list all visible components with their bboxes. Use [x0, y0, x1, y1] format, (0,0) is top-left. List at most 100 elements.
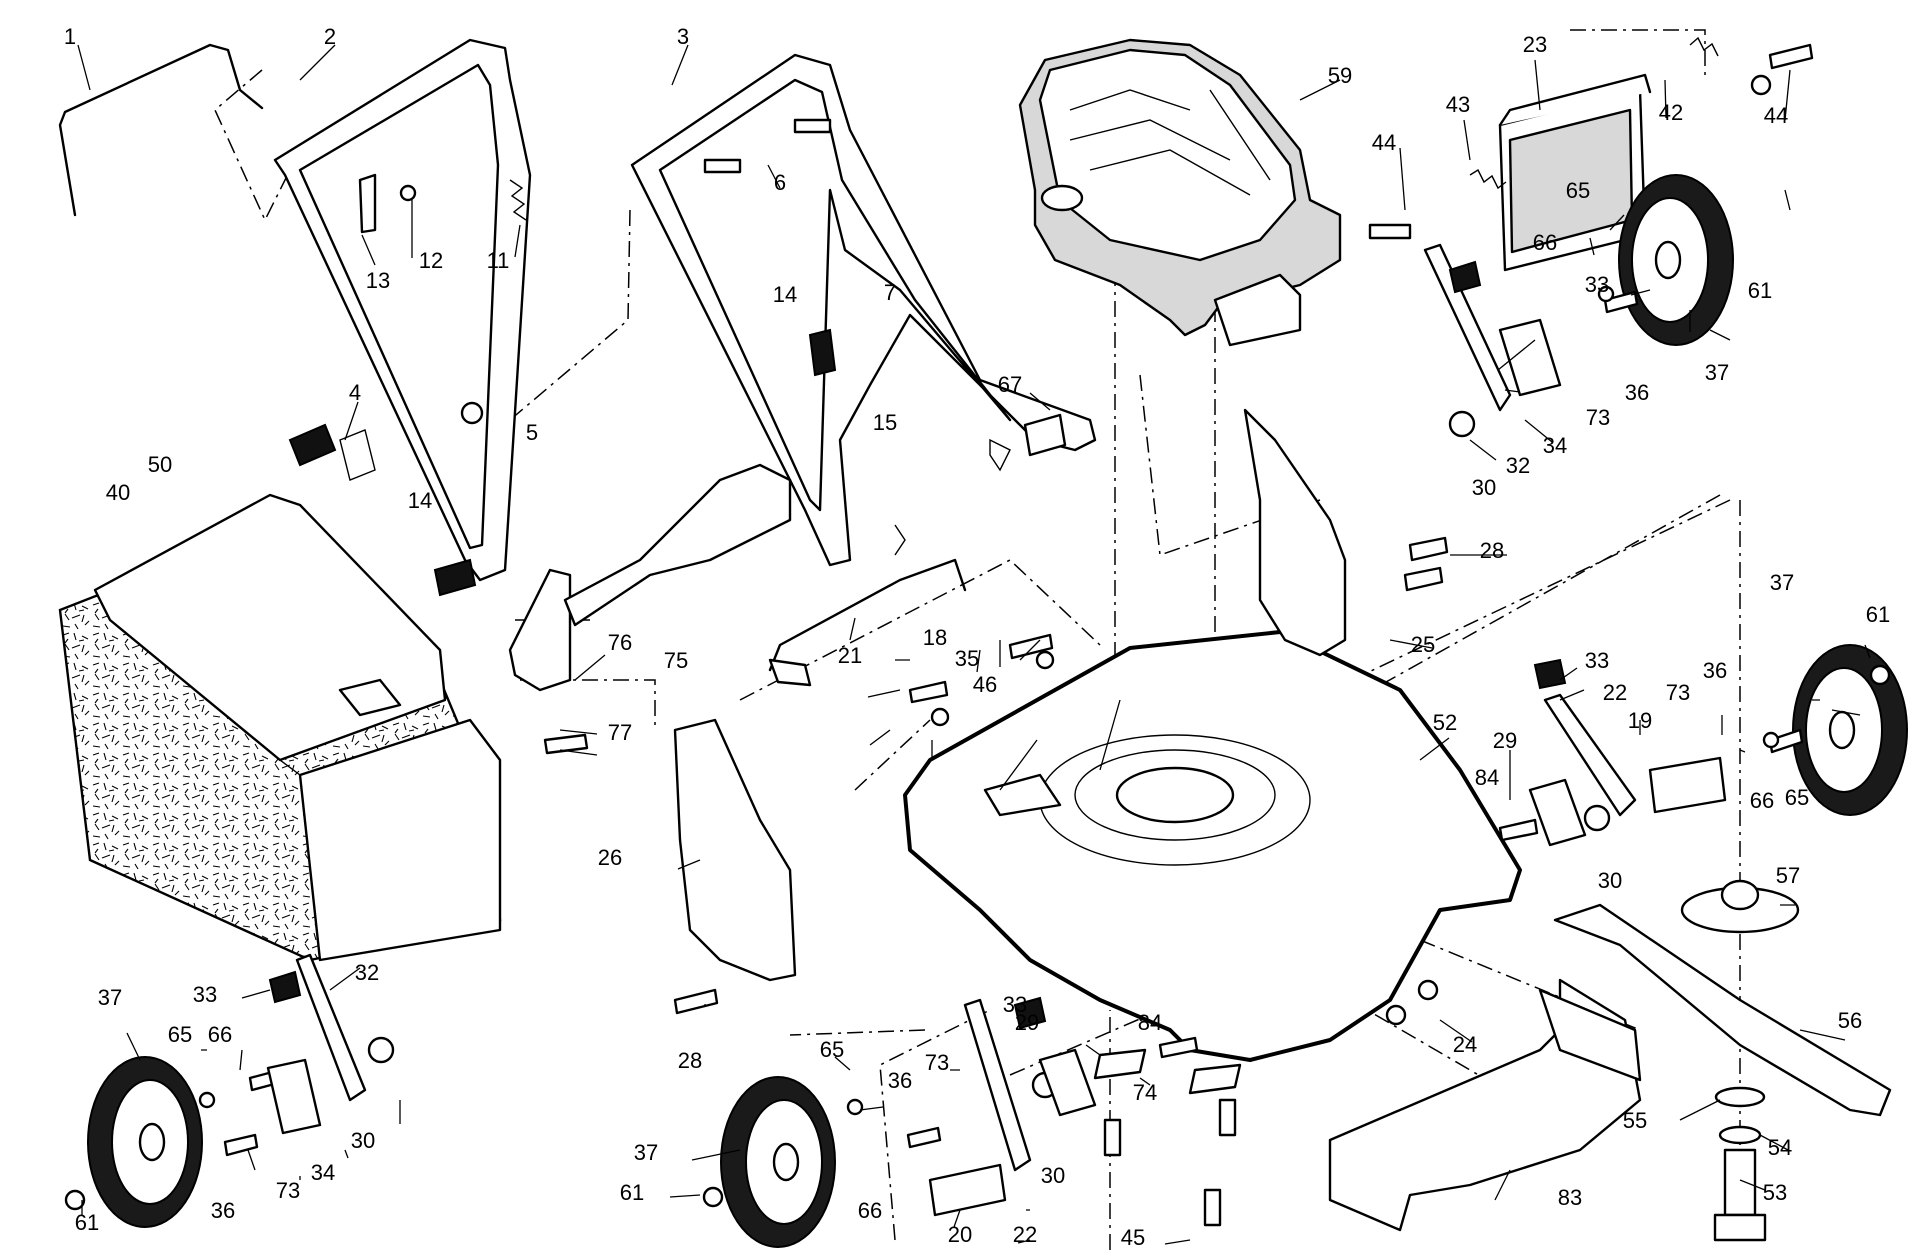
callout-label: 32 [1506, 453, 1530, 478]
callout-label: 56 [1838, 1008, 1862, 1033]
baffle-bracket [1538, 988, 1642, 1082]
callout-label: 28 [678, 1048, 702, 1073]
callout-label: 57 [1776, 863, 1800, 888]
callout-label: 29 [1015, 1010, 1039, 1035]
callout-label: 66 [858, 1198, 882, 1223]
callout-label: 34 [1543, 433, 1567, 458]
callout-label: 65 [820, 1037, 844, 1062]
callout-label: 15 [873, 410, 897, 435]
callout-label: 74 [1133, 1080, 1157, 1105]
callout-label: 22 [1013, 1222, 1037, 1247]
callout-label: 37 [1770, 570, 1794, 595]
callout-label: 61 [620, 1180, 644, 1205]
callout-label: 66 [1750, 788, 1774, 813]
callout-label: 4 [349, 380, 361, 405]
callout-label: 36 [1703, 658, 1727, 683]
callout-label: 66 [1533, 230, 1557, 255]
callout-label: 53 [1763, 1180, 1787, 1205]
callout-label: 44 [1372, 130, 1396, 155]
callout-leaders [77, 44, 1871, 1245]
callout-label: 73 [1586, 405, 1610, 430]
callout-label: 14 [773, 282, 797, 307]
callout-label: 33 [193, 982, 217, 1007]
adjuster-rod [768, 558, 967, 672]
callout-label: 13 [366, 268, 390, 293]
wheel-rear-right-top [1618, 174, 1734, 346]
callout-label: 43 [1446, 92, 1470, 117]
callout-label: 2 [324, 24, 336, 49]
callout-label: 67 [998, 372, 1022, 397]
callout-label: 29 [1493, 728, 1517, 753]
callout-label: 44 [1764, 103, 1788, 128]
wheel-front-left [87, 1056, 203, 1228]
callout-label: 75 [664, 648, 688, 673]
callout-label: 7 [884, 280, 896, 305]
callout-label: 19 [1628, 708, 1652, 733]
callout-label: 3 [677, 24, 689, 49]
callout-label: 1 [64, 24, 76, 49]
callout-label: 30 [1598, 868, 1622, 893]
rod-clip [768, 658, 812, 687]
blade-adapter [1680, 879, 1800, 934]
callout-label: 37 [98, 985, 122, 1010]
callout-label: 76 [608, 630, 632, 655]
callout-label: 37 [1705, 360, 1729, 385]
rear-side-plate [1243, 408, 1347, 657]
callout-label: 30 [1041, 1163, 1065, 1188]
callout-label: 77 [608, 720, 632, 745]
callout-label: 36 [1625, 380, 1649, 405]
callout-label: 73 [925, 1050, 949, 1075]
callout-label: 18 [923, 625, 947, 650]
upper-handle [273, 38, 532, 582]
callout-label: 37 [634, 1140, 658, 1165]
callout-label: 50 [148, 452, 172, 477]
front-side-plate [673, 718, 797, 982]
callout-label: 65 [168, 1022, 192, 1047]
callout-label: 14 [408, 488, 432, 513]
callout-label: 73 [276, 1178, 300, 1203]
callout-label: 61 [1866, 602, 1890, 627]
callout-label: 12 [419, 248, 443, 273]
mower-deck [903, 630, 1522, 1062]
callout-label: 34 [311, 1160, 335, 1185]
callout-label: 55 [1623, 1108, 1647, 1133]
grass-bag [58, 493, 502, 962]
callout-label: 33 [1585, 272, 1609, 297]
callout-label: 46 [973, 672, 997, 697]
callout-label: 65 [1785, 785, 1809, 810]
callout-label: 66 [208, 1022, 232, 1047]
callout-label: 45 [1121, 1225, 1145, 1250]
callout-label: 23 [1523, 32, 1547, 57]
callout-label: 20 [948, 1222, 972, 1247]
callout-label: 25 [1411, 632, 1435, 657]
engine [1018, 38, 1342, 347]
callout-label: 21 [838, 643, 862, 668]
callout-label: 42 [1659, 100, 1683, 125]
bag-hanger-bracket [508, 568, 572, 692]
blade [1553, 903, 1892, 1117]
callout-label: 36 [888, 1068, 912, 1093]
callout-label: 30 [1472, 475, 1496, 500]
callout-label: 61 [75, 1210, 99, 1235]
callout-label: 40 [106, 480, 130, 505]
callout-label: 59 [1328, 63, 1352, 88]
callout-label: 22 [1603, 680, 1627, 705]
callout-label: 24 [1453, 1032, 1477, 1057]
callout-label: 84 [1138, 1010, 1162, 1035]
hardware [64, 36, 1891, 1227]
callout-label: 26 [598, 845, 622, 870]
callout-label: 30 [351, 1128, 375, 1153]
callout-label: 36 [211, 1198, 235, 1223]
rear-flap [1498, 73, 1652, 272]
rear-door-hinge [563, 463, 792, 627]
callout-label: 33 [1003, 992, 1027, 1017]
callout-label: 73 [1666, 680, 1690, 705]
wheel-front-right [720, 1076, 836, 1248]
callout-label: 5 [526, 420, 538, 445]
callout-label: 6 [774, 170, 786, 195]
callout-label: 61 [1748, 278, 1772, 303]
callout-label: 83 [1558, 1185, 1582, 1210]
callout-label: 28 [1480, 538, 1504, 563]
